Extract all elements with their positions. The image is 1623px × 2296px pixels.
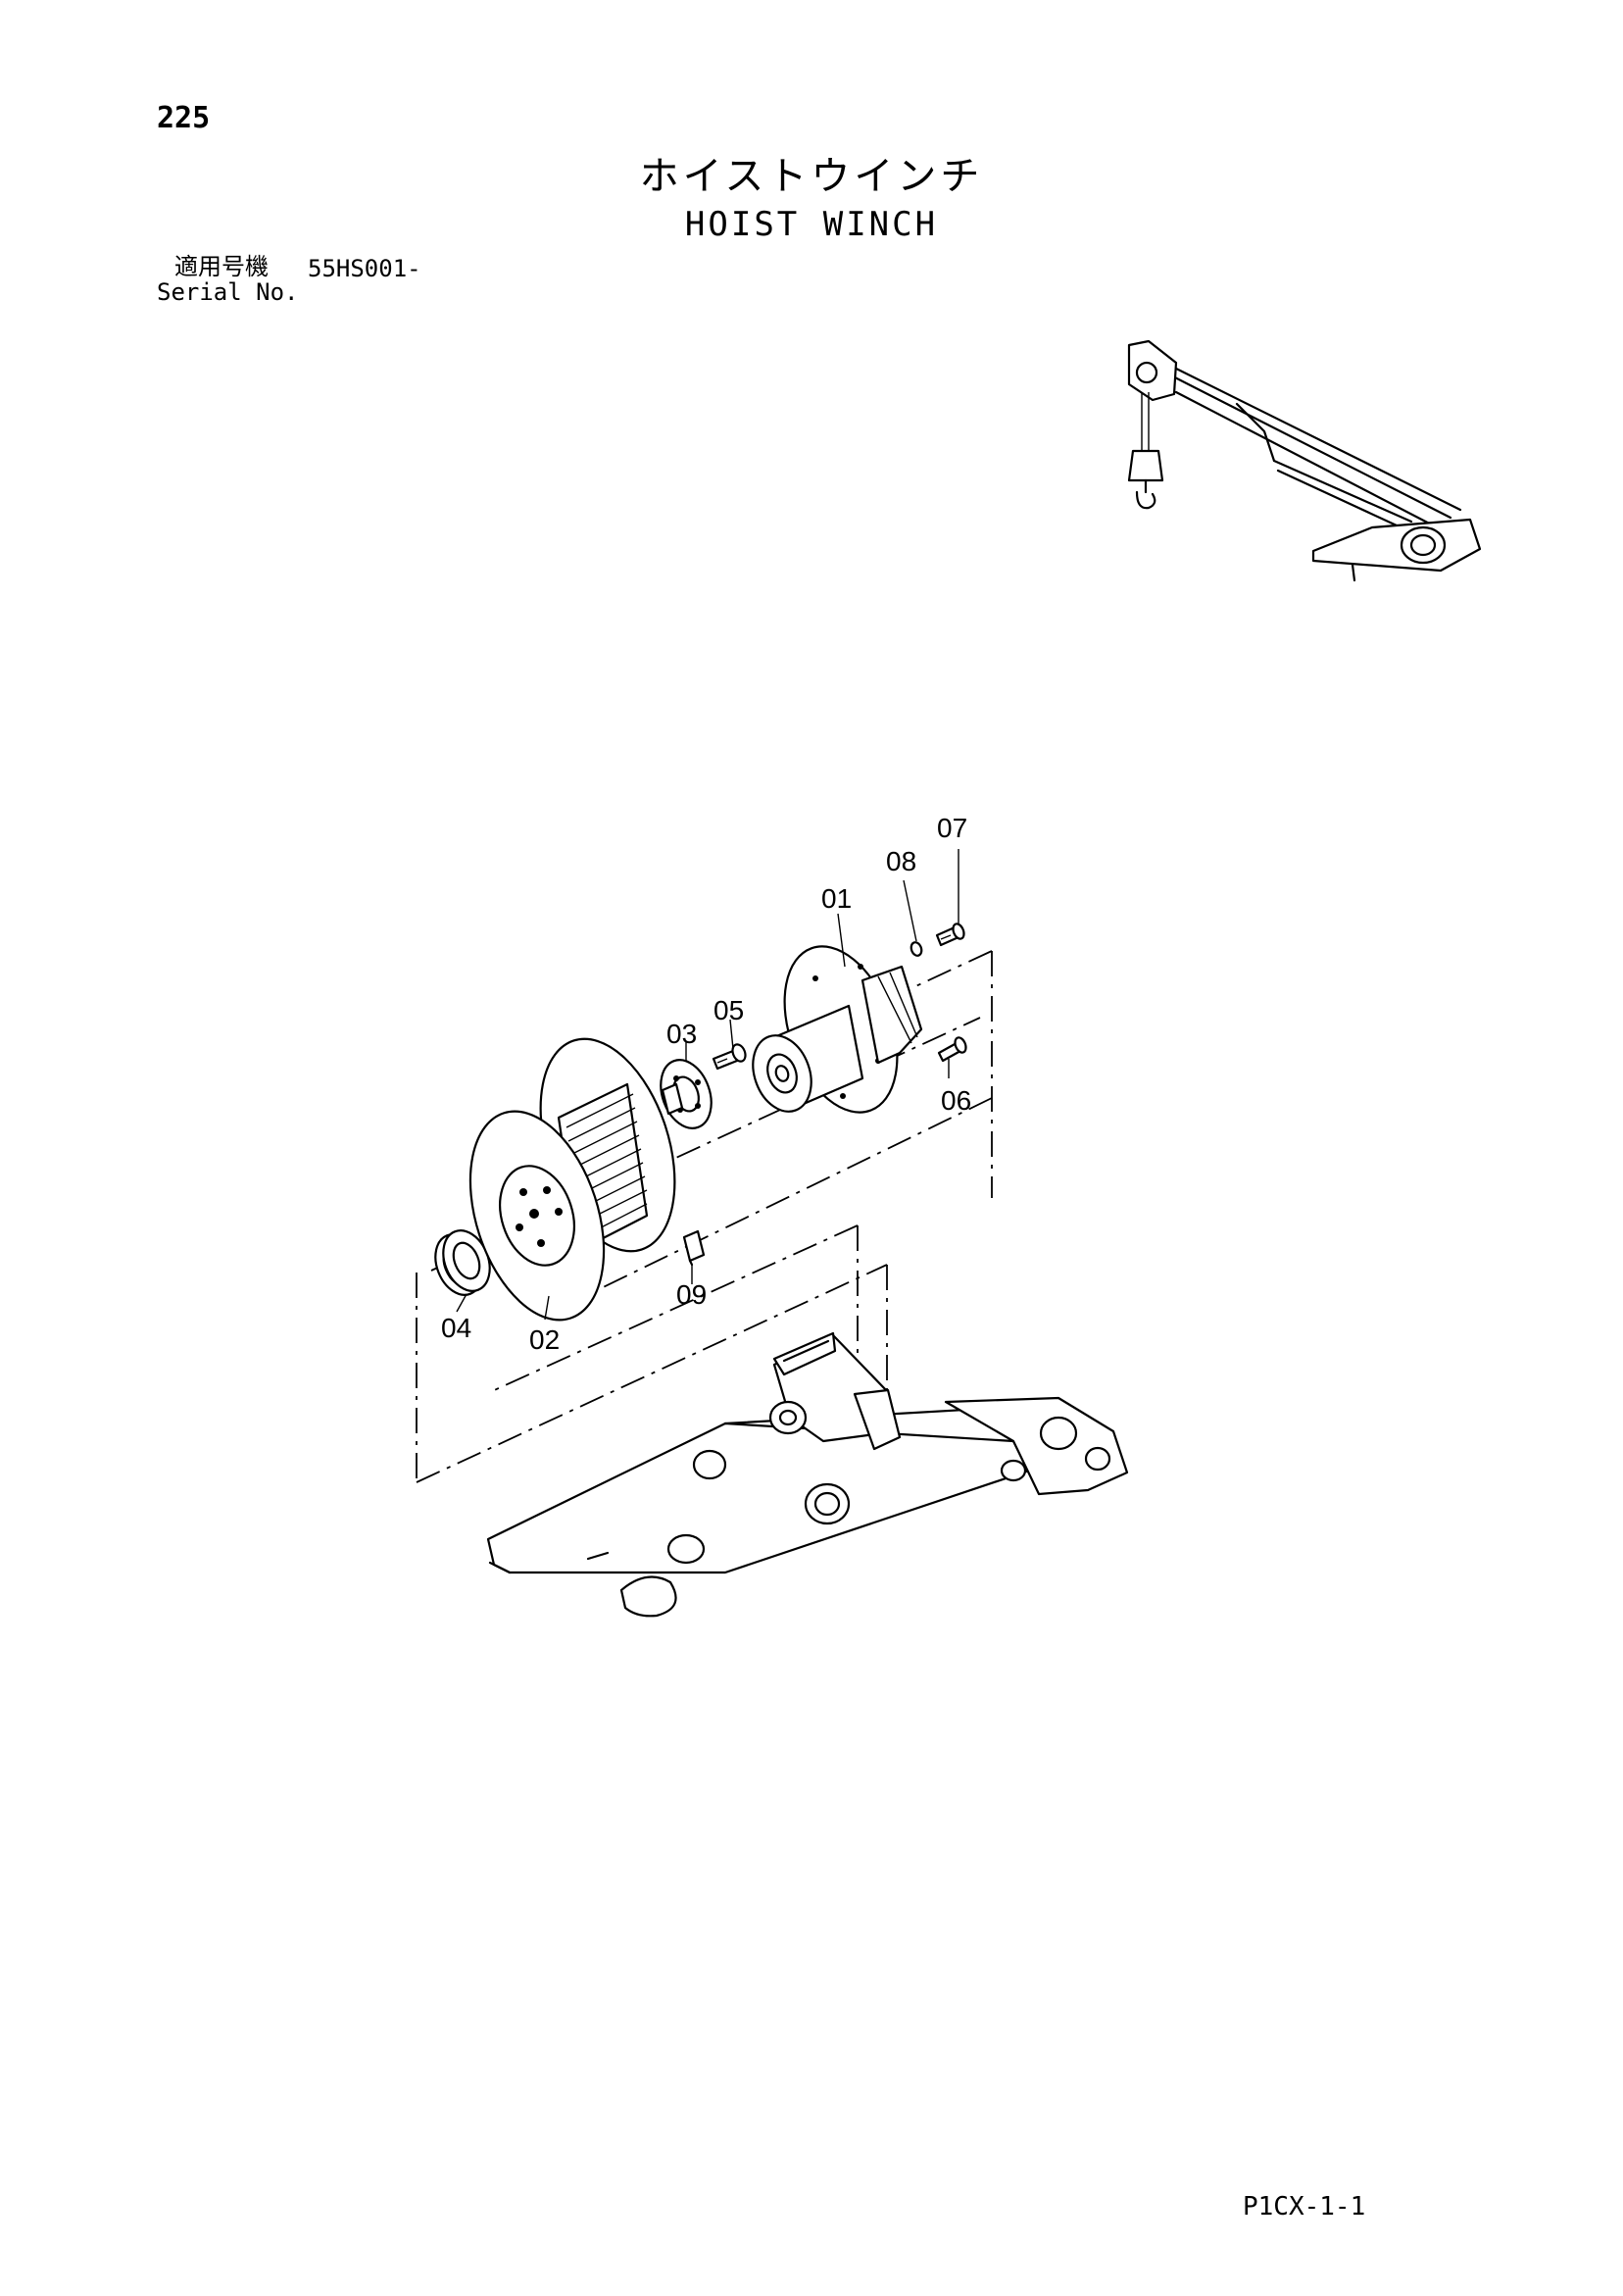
serial-number-value: 55HS001- [308, 255, 421, 282]
part-08-washer [910, 941, 923, 957]
part-01-winch-motor [752, 945, 923, 1114]
callout-04: 04 [441, 1313, 471, 1343]
callout-07: 07 [937, 813, 967, 843]
part-02-drum [468, 1037, 676, 1322]
callout-05: 05 [713, 995, 744, 1025]
part-04-bearing [434, 1229, 491, 1296]
callout-01: 01 [821, 883, 852, 914]
part-09-key [682, 1229, 706, 1267]
part-07-bolt [935, 923, 965, 947]
callout-03: 03 [666, 1019, 697, 1049]
part-05-bolt [712, 1043, 747, 1071]
part-06-bolt [937, 1036, 967, 1063]
title-english: HOIST WINCH [684, 205, 939, 244]
leader-lines [456, 849, 959, 1321]
callout-02: 02 [529, 1324, 560, 1355]
callout-06: 06 [941, 1085, 971, 1116]
page-code: P1CX-1-1 [1243, 2192, 1366, 2221]
boom-base-bracket [486, 1331, 1129, 1618]
part-03-hub-flange [660, 1059, 713, 1129]
serial-label-english: Serial No. [157, 278, 299, 306]
callout-labels: 01 02 03 04 05 06 07 08 09 [441, 813, 971, 1355]
crane-overview-thumbnail [1127, 339, 1482, 582]
page-number: 225 [157, 101, 211, 135]
callout-09: 09 [676, 1279, 707, 1310]
title-japanese: ホイストウインチ [639, 154, 984, 199]
serial-label-japanese: 適用号機 [174, 253, 269, 280]
callout-08: 08 [886, 846, 916, 876]
